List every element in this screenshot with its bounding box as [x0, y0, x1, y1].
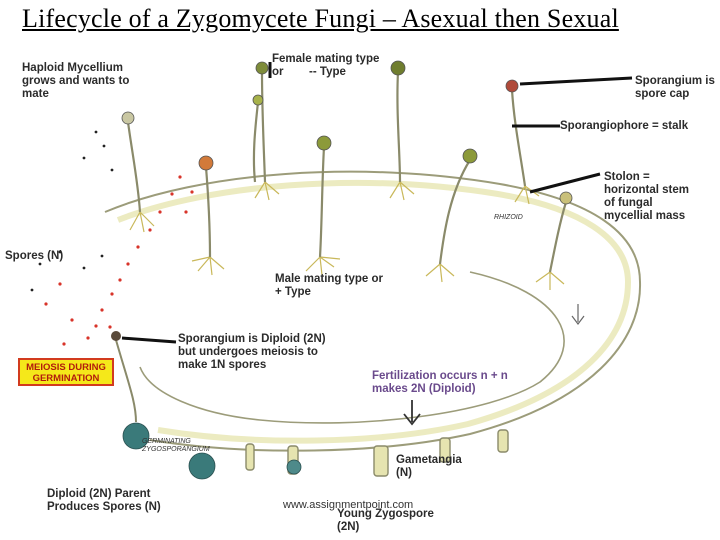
stolon-arc-inner — [116, 179, 632, 444]
sporangium-cap-label: Sporangium is spore cap — [635, 75, 715, 100]
stolon-label: Stolon = horizontal stem of fungal mycel… — [604, 171, 689, 222]
meiosis-badge: MEIOSIS DURING GERMINATION — [18, 358, 114, 386]
female-mating-type-label: Female mating type or -- Type — [272, 53, 380, 78]
spore-scatter-red — [44, 175, 194, 346]
rhizoid-label: RHIZOID — [494, 214, 523, 221]
haploid-mycelium-label: Haploid Mycellium grows and wants to mat… — [22, 62, 130, 100]
young-zygospore-label: Young Zygospore (2N) — [337, 508, 434, 533]
germination-sporangium — [111, 331, 121, 341]
sporangium-diploid-label: Sporangium is Diploid (2N) but undergoes… — [178, 333, 326, 371]
sporangiophore-label: Sporangiophore = stalk — [560, 120, 689, 132]
inner-ring — [139, 271, 565, 424]
watermark-text: www.assignmentpoint.com — [283, 499, 414, 511]
diploid-parent-label: Diploid (2N) Parent Produces Spores (N) — [47, 488, 161, 513]
pointer-lines — [121, 62, 633, 344]
zygospores — [122, 422, 302, 480]
fertilization-label: Fertilization occurs n + n makes 2N (Dip… — [372, 370, 508, 395]
sporangiophores — [126, 71, 568, 273]
rhizoid-clusters — [129, 181, 565, 290]
male-mating-type-label: Male mating type or + Type — [275, 273, 383, 298]
germination-stalk — [115, 339, 137, 423]
title-bar: Lifecycle of a Zygomycete Fungi – Asexua… — [0, 0, 720, 42]
germinating-label: GERMINATING ZYGOSPORANGIUM — [142, 438, 210, 453]
diagram-canvas: Haploid Mycellium grows and wants to mat… — [0, 42, 720, 540]
fertilization-arrow — [403, 400, 421, 426]
stolon-arrow — [571, 304, 585, 325]
spores-label: Spores (N) — [5, 250, 64, 262]
lifecycle-illustration — [30, 60, 642, 480]
spore-scatter-black — [30, 130, 114, 292]
diagram-title: Lifecycle of a Zygomycete Fungi – Asexua… — [22, 4, 619, 33]
stolon-arc — [104, 170, 642, 452]
gametangia-label: Gametangia (N) — [396, 454, 462, 479]
sporangia — [121, 60, 573, 205]
